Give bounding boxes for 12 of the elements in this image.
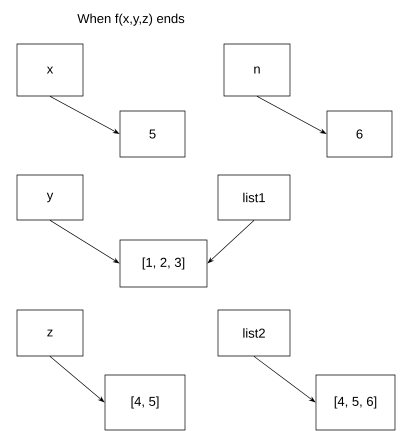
variable-box: list1	[218, 174, 290, 220]
variable-box: x	[16, 44, 84, 96]
variable-box: [4, 5, 6]	[316, 374, 396, 430]
variable-box: 6	[326, 110, 392, 158]
title: When f(x,y,z) ends	[77, 14, 184, 26]
variable-box: n	[224, 44, 290, 96]
variable-box: [1, 2, 3]	[120, 240, 208, 288]
variable-box: z	[16, 310, 84, 356]
variable-box: 5	[120, 110, 186, 158]
variable-box: y	[16, 174, 84, 220]
variable-box: list2	[218, 310, 290, 356]
variable-box: [4, 5]	[104, 374, 186, 430]
